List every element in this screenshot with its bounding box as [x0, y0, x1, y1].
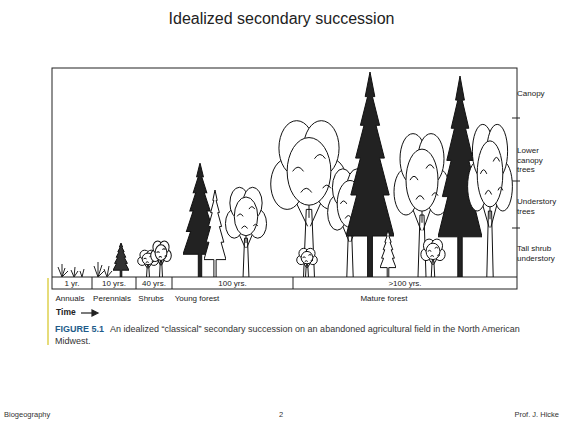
- page-number: 2: [261, 410, 301, 419]
- stage-label: Mature forest: [336, 294, 432, 304]
- grass-tufts: [58, 262, 112, 277]
- canopy-tree: [468, 124, 513, 277]
- layer-label: Canopy: [517, 89, 559, 99]
- time-label: 1 yr.: [52, 279, 92, 289]
- young-deciduous: [225, 187, 266, 277]
- footer-text: Biogeography: [4, 410, 94, 419]
- time-label: 10 yrs.: [92, 279, 136, 289]
- understory-tree: [421, 239, 445, 277]
- layer-label: Tall shrub understory: [517, 244, 559, 263]
- time-separators: [92, 277, 293, 289]
- canopy-tree: [394, 134, 450, 277]
- figure-number: FIGURE 5.1: [55, 324, 104, 334]
- stage-label: Shrubs: [134, 294, 168, 304]
- axis-label: Time: [56, 307, 80, 317]
- layer-label: Understory trees: [517, 197, 559, 216]
- understory-shrub: [297, 248, 318, 277]
- scan-edge: [47, 278, 49, 345]
- small-conifer: [113, 243, 129, 277]
- understory-conifer: [380, 230, 396, 277]
- time-label: 40 yrs.: [136, 279, 172, 289]
- figure-caption-block: FIGURE 5.1An idealized “classical” secon…: [55, 323, 551, 347]
- footer-text: Prof. J. Hicke: [463, 410, 559, 419]
- stage-label: Annuals: [50, 294, 90, 304]
- stage-label: Young forest: [166, 294, 228, 304]
- shrub: [151, 241, 172, 277]
- young-conifer: [204, 190, 226, 277]
- time-label: >100 yrs.: [293, 279, 517, 289]
- figure-caption: An idealized “classical” secondary succe…: [55, 324, 520, 346]
- layer-label: Lower canopy trees: [517, 146, 559, 175]
- slide-title: Idealized secondary succession: [0, 9, 563, 28]
- figure-frame: [52, 68, 517, 289]
- stage-label: Perennials: [88, 294, 136, 304]
- time-arrow: [81, 310, 98, 316]
- time-label: 100 yrs.: [172, 279, 293, 289]
